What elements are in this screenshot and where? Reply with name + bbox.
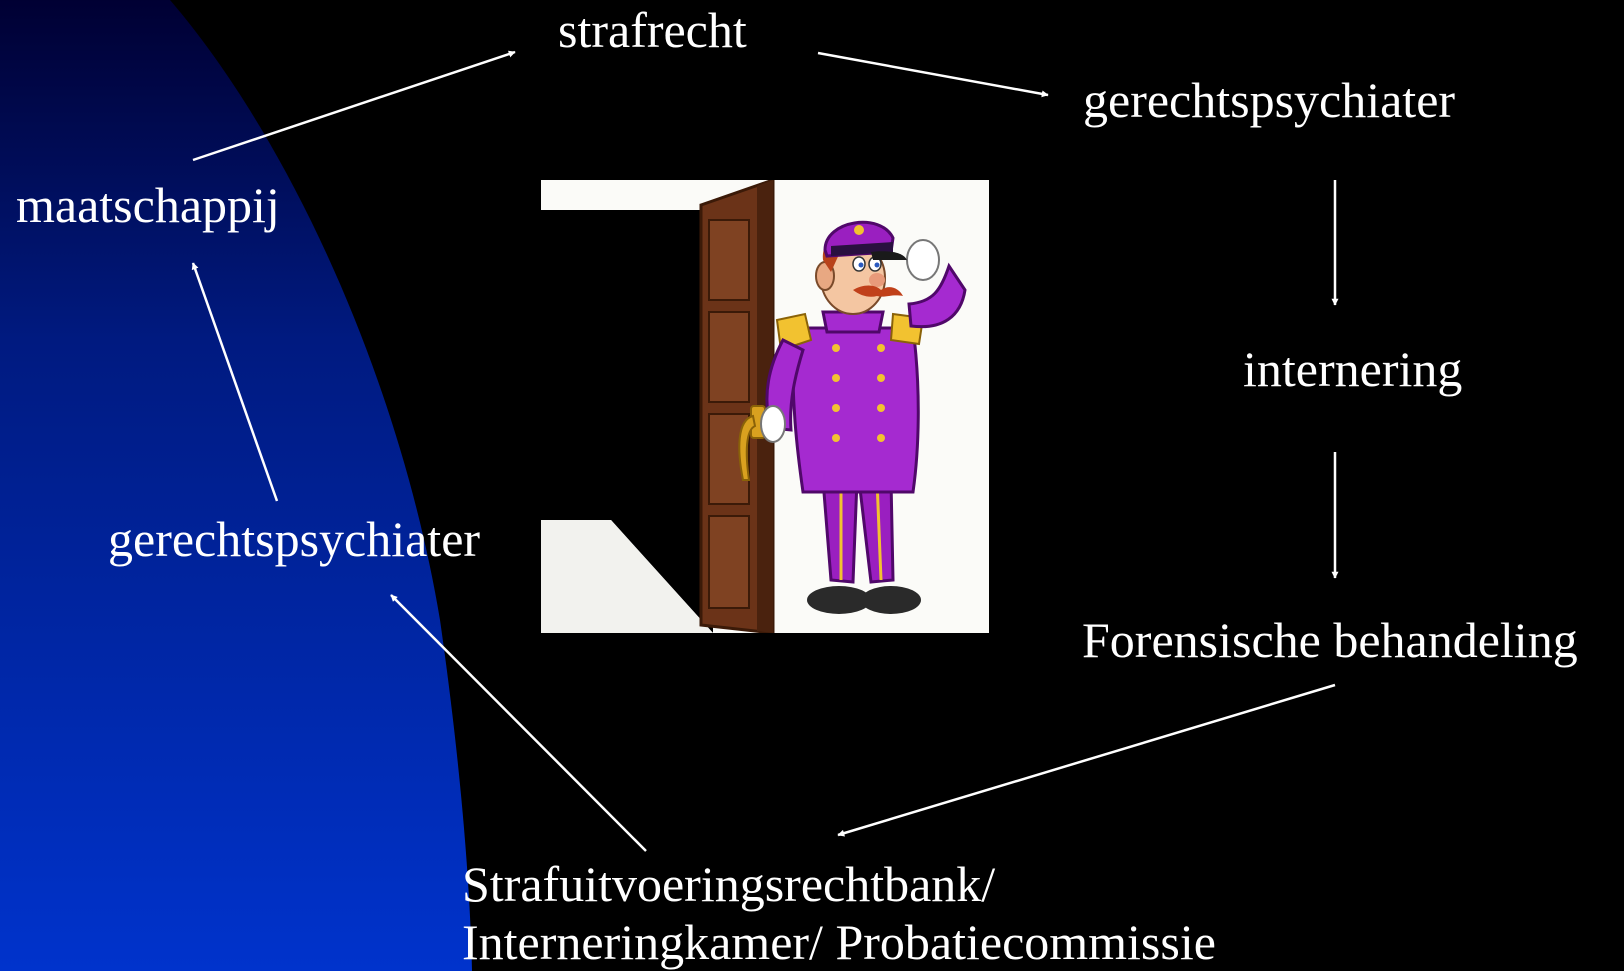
label-strafrecht: strafrecht xyxy=(558,2,747,58)
arrow-maatschappij-to-strafrecht xyxy=(192,50,516,162)
arrow-strafrecht-to-gerechtspsychiater xyxy=(817,51,1049,98)
arrow-gerechtspsychiater-to-maatschappij xyxy=(191,262,279,502)
label-bottom-line1: Strafuitvoeringsrechtbank/ xyxy=(462,856,996,912)
doorman-opening-door-icon xyxy=(541,180,989,633)
arrow-forensische-behandeling-to-strafuitvoeringsrechtbank xyxy=(837,683,1336,837)
label-maatschappij: maatschappij xyxy=(16,177,280,233)
label-gerechtspsychiater-left: gerechtspsychiater xyxy=(108,511,481,567)
label-internering: internering xyxy=(1243,341,1463,397)
label-gerechtspsychiater-top: gerechtspsychiater xyxy=(1083,72,1456,128)
label-strafuitvoeringsrechtbank: Strafuitvoeringsrechtbank/ Interneringka… xyxy=(462,855,1216,971)
label-bottom-line2: Interneringkamer/ Probatiecommissie xyxy=(462,914,1216,970)
label-forensische-behandeling: Forensische behandeling xyxy=(1082,612,1578,668)
arrow-strafuitvoeringsrechtbank-to-gerechtspsychiater xyxy=(390,594,647,852)
